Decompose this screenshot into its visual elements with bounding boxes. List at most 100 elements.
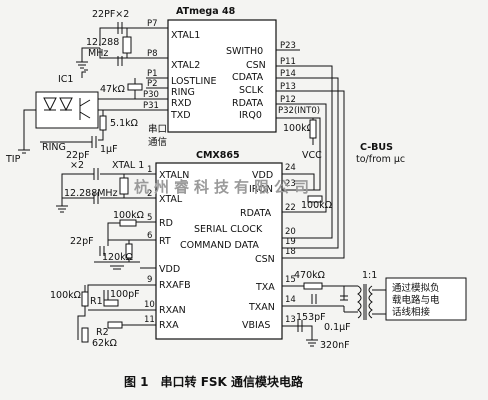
- cmx-pin-rt: RT: [159, 236, 171, 247]
- c22p-cap: [99, 246, 105, 256]
- r2-label: R2: [96, 327, 109, 338]
- r100k-right-label: 100kΩ: [301, 200, 332, 211]
- r100k-rd-label: 100kΩ: [113, 210, 144, 221]
- top-xtal-value: 12.288: [86, 37, 119, 48]
- cmx865-right-pins: VDD IRQN RDATA SERIAL CLOCK COMMAND DATA…: [180, 163, 296, 331]
- line-box-text-1: 通过模拟负: [392, 282, 440, 294]
- cmx-pin-serial-clock: SERIAL CLOCK: [194, 224, 263, 235]
- top-cap-label: 22PF×2: [92, 9, 129, 20]
- atmega-pin-csn: CSN: [246, 60, 266, 71]
- top-cap-1: [117, 22, 123, 34]
- cmx-pnum-9: 9: [147, 275, 152, 285]
- c153p-label: 153pF: [296, 312, 326, 323]
- transformer: 1:1: [344, 270, 386, 320]
- tip-label: TIP: [5, 154, 21, 165]
- cmx-pnum-5: 5: [147, 213, 152, 223]
- cmx-pnum-22: 22: [285, 203, 296, 213]
- atmega-pnum-p23: P23: [280, 41, 296, 51]
- c320n-label: 320nF: [320, 340, 350, 351]
- cmx-pnum-11: 11: [144, 315, 155, 325]
- atmega-right-stubs: [276, 49, 300, 119]
- atmega48-chip: [167, 19, 277, 133]
- c-bus-wiring: C-BUS to/from μc: [300, 65, 405, 259]
- r100k-rd-resistor: [119, 219, 137, 227]
- cmx-pin-xtaln: XTALN: [159, 170, 189, 181]
- atmega-left-stubs: [146, 27, 168, 111]
- cmx-pnum-19: 19: [285, 237, 296, 247]
- r51k-resistor: [99, 115, 107, 131]
- cmx-pnum-14: 14: [285, 295, 296, 305]
- atmega-pnum-p30: P30: [143, 90, 159, 100]
- rd-rt-network: 100kΩ 22pF 120kΩ: [70, 210, 144, 270]
- r47k-label: 47kΩ: [100, 84, 125, 95]
- cmx865-name: CMX865: [196, 150, 240, 161]
- cmx-pin-irqn: IRQN: [249, 184, 273, 195]
- cmx-pin-rxafb: RXAFB: [159, 280, 191, 291]
- opto-led-2: [59, 97, 73, 112]
- atmega-pin-cdata: CDATA: [232, 72, 264, 83]
- irq-pullup: 100kΩ VCC: [283, 117, 322, 161]
- c1u-cap: [91, 136, 97, 148]
- atmega-pin-ring: RING: [171, 87, 195, 98]
- vcc-label: VCC: [302, 150, 322, 161]
- r1-resistor: [81, 291, 89, 307]
- atmega48-right-pins: SWITH0 CSN CDATA SCLK RDATA IRQ0 P23 P11…: [226, 41, 320, 121]
- atmega-pin-txd: TXD: [170, 110, 191, 121]
- c-tx-cap: [311, 294, 317, 304]
- atmega-pnum-p8: P8: [147, 49, 158, 59]
- cmx-crystal-circuit: 22pF ×2 XTAL 1 12.288MHz: [56, 150, 144, 213]
- r470k-label: 470kΩ: [294, 270, 325, 281]
- cmx-pin-vbias: VBIAS: [242, 320, 270, 331]
- serial-comm-label: 通信: [148, 136, 167, 148]
- atmega48-name: ATmega 48: [176, 6, 236, 17]
- r-rxan-resistor: [103, 299, 119, 307]
- r47k-resistor: [127, 83, 143, 91]
- cmx-pnum-20: 20: [285, 227, 296, 237]
- figure-caption: 图 1 串口转 FSK 通信模块电路: [124, 374, 304, 389]
- cmx-pin-xtal: XTAL: [159, 194, 183, 205]
- c153p-cap: [297, 320, 303, 332]
- ic1-label: IC1: [58, 74, 73, 85]
- cmx-pin-command-data: COMMAND DATA: [180, 240, 259, 251]
- ring-detect-circuit: IC1 47kΩ 5.1kΩ 1μF RING TIP 串口 通信: [5, 69, 167, 165]
- r2-resistor: [81, 327, 89, 343]
- cmx-xtal-label: XTAL 1: [112, 160, 144, 171]
- atmega-pnum-p2: P2: [147, 79, 158, 89]
- cmx-pin-vdd-right: VDD: [252, 170, 273, 181]
- cmx-pnum-2: 2: [147, 189, 152, 199]
- top-crystal-circuit: 22PF×2 12.288 MHz: [76, 9, 146, 69]
- cmx-pin-txa: TXA: [255, 282, 275, 293]
- r470k-resistor: [303, 282, 323, 290]
- cmx-pnum-15: 15: [285, 275, 296, 285]
- top-xtal-unit: MHz: [88, 48, 108, 59]
- watermark: 杭州睿科技有限公司: [134, 178, 314, 196]
- atmega-pin-xtal1: XTAL1: [171, 30, 200, 41]
- cmx-right-network: 100kΩ: [301, 173, 332, 211]
- atmega-pin-lostline: LOSTLINE: [171, 76, 216, 87]
- atmega-pnum-p14: P14: [280, 69, 296, 79]
- r-rxa-resistor: [107, 321, 123, 329]
- r1-label: R1: [90, 296, 103, 307]
- cmx-pnum-13: 13: [285, 315, 296, 325]
- transformer-ratio: 1:1: [362, 270, 377, 281]
- cmx-pnum-18: 18: [285, 247, 296, 257]
- c22p-label: 22pF: [70, 236, 94, 247]
- cmx-ground: [56, 205, 68, 213]
- atmega48-left-pins: XTAL1 XTAL2 LOSTLINE RING RXD TXD P7 P8 …: [143, 19, 216, 121]
- opto-transistor: [79, 98, 91, 120]
- cmx-pin-rd: RD: [159, 218, 173, 229]
- line-box-text-2: 载电路与电: [392, 294, 440, 306]
- cmx-cap-1: [93, 168, 99, 180]
- cmx-pnum-24: 24: [285, 163, 296, 173]
- r100k-irq-label: 100kΩ: [283, 123, 314, 134]
- r1-value: 100kΩ: [50, 290, 81, 301]
- atmega-pin-xtal2: XTAL2: [171, 60, 200, 71]
- atmega-pin-rdata: RDATA: [232, 98, 264, 109]
- c01u-label: 0.1μF: [324, 322, 351, 333]
- cmx-cap-x2: ×2: [70, 160, 84, 171]
- c01u-cap: [340, 295, 348, 301]
- cmx-pin-rxan: RXAN: [159, 305, 186, 316]
- tx-network: 470kΩ 153pF 0.1μF 320nF: [294, 270, 351, 351]
- cbus-direction: to/from μc: [356, 154, 405, 165]
